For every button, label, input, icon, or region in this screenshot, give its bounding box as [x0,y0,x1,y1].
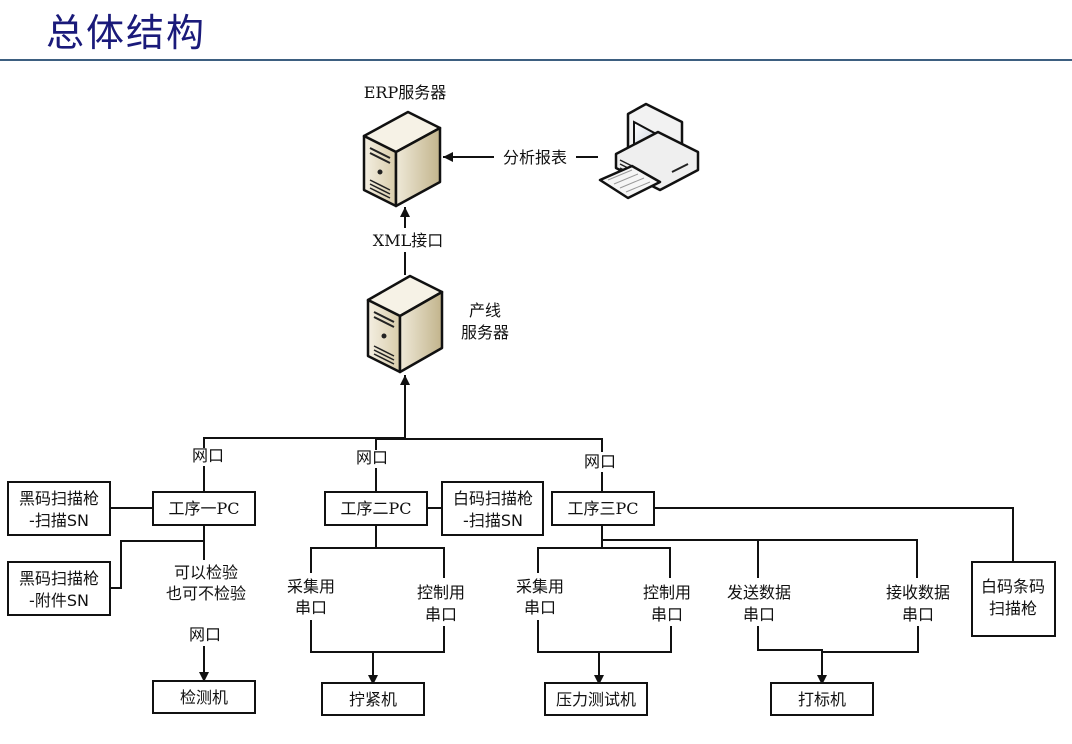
s2-control-label-2: 串口 [425,605,457,624]
erp-server-icon [362,110,442,208]
station2-pc-label: 工序二PC [340,499,411,518]
white-barcode-scanner-label-2: 扫描枪 [989,599,1037,618]
white-scanner-sn-label-1: 白码扫描枪 [453,489,533,508]
line-server-label-2: 服务器 [461,323,509,342]
pressure-tester-label: 压力测试机 [556,690,636,709]
black-scanner-acc-edge [110,540,204,589]
black-scanner-acc-node[interactable]: 黑码扫描枪 -附件SN [7,561,111,616]
tightening-machine-node[interactable]: 拧紧机 [321,682,425,716]
net-label-1: 网口 [192,446,224,465]
station3-split-edge-a [537,547,671,578]
station2-pc-node[interactable]: 工序二PC [324,491,428,526]
s3-send-label-2: 串口 [743,605,775,624]
s3-control-label-1: 控制用 [643,583,691,602]
station1-pc-node[interactable]: 工序一PC [152,491,256,526]
s3-collect-label-1: 采集用 [516,577,564,596]
s3-receive-label-2: 串口 [902,605,934,624]
black-scanner-acc-label-2: -附件SN [29,591,89,610]
tightening-machine-label: 拧紧机 [349,690,397,709]
white-barcode-scanner-edge [654,507,1014,562]
white-scanner-sn-node[interactable]: 白码扫描枪 -扫描SN [441,481,544,536]
xml-edge-label: XML接口 [373,231,443,250]
black-scanner-sn-node[interactable]: 黑码扫描枪 -扫描SN [7,481,111,536]
marking-machine-node[interactable]: 打标机 [770,682,874,716]
s3-control-label-2: 串口 [651,605,683,624]
bus-left [203,437,405,448]
s3-receive-label-1: 接收数据 [886,583,950,602]
desktop-computer-icon [598,102,700,200]
line-server-label-1: 产线 [469,301,501,320]
black-scanner-sn-label-1: 黑码扫描枪 [19,489,99,508]
white-scanner-sn-label-2: -扫描SN [463,511,523,530]
inspection-machine-node[interactable]: 检测机 [152,680,256,714]
optional-label-2: 也可不检验 [166,584,246,603]
pressure-tester-node[interactable]: 压力测试机 [544,682,648,716]
erp-server-label: ERP服务器 [364,83,447,102]
s2-merge-edge [310,620,445,653]
s3-send-label-1: 发送数据 [727,583,791,602]
bus-right [375,438,603,452]
s3-merge-edge-b [757,626,919,653]
s2-collect-label-1: 采集用 [287,577,335,596]
white-barcode-scanner-node[interactable]: 白码条码 扫描枪 [971,561,1056,637]
black-scanner-acc-label-1: 黑码扫描枪 [19,569,99,588]
marking-machine-label: 打标机 [798,690,846,709]
s3-collect-label-2: 串口 [524,598,556,617]
station1-pc-label: 工序一PC [168,499,239,518]
title-divider [0,59,1072,61]
net-inspect-label: 网口 [189,625,221,644]
white-barcode-scanner-label-1: 白码条码 [981,577,1045,596]
station3-split-edge-b [602,539,918,578]
s2-control-label-1: 控制用 [417,583,465,602]
report-edge-label: 分析报表 [503,148,567,167]
black-scanner-sn-label-2: -扫描SN [29,511,89,530]
page-title: 总体结构 [46,11,207,55]
line-server-icon [366,274,444,374]
s3-merge-edge-a [537,620,672,653]
inspection-machine-label: 检测机 [180,688,228,707]
station2-split-edge [310,547,445,578]
optional-label-1: 可以检验 [174,563,238,582]
station3-pc-label: 工序三PC [567,499,638,518]
net-label-3: 网口 [584,452,616,471]
net-label-2: 网口 [356,448,388,467]
station3-pc-node[interactable]: 工序三PC [551,491,655,526]
s2-collect-label-2: 串口 [295,598,327,617]
